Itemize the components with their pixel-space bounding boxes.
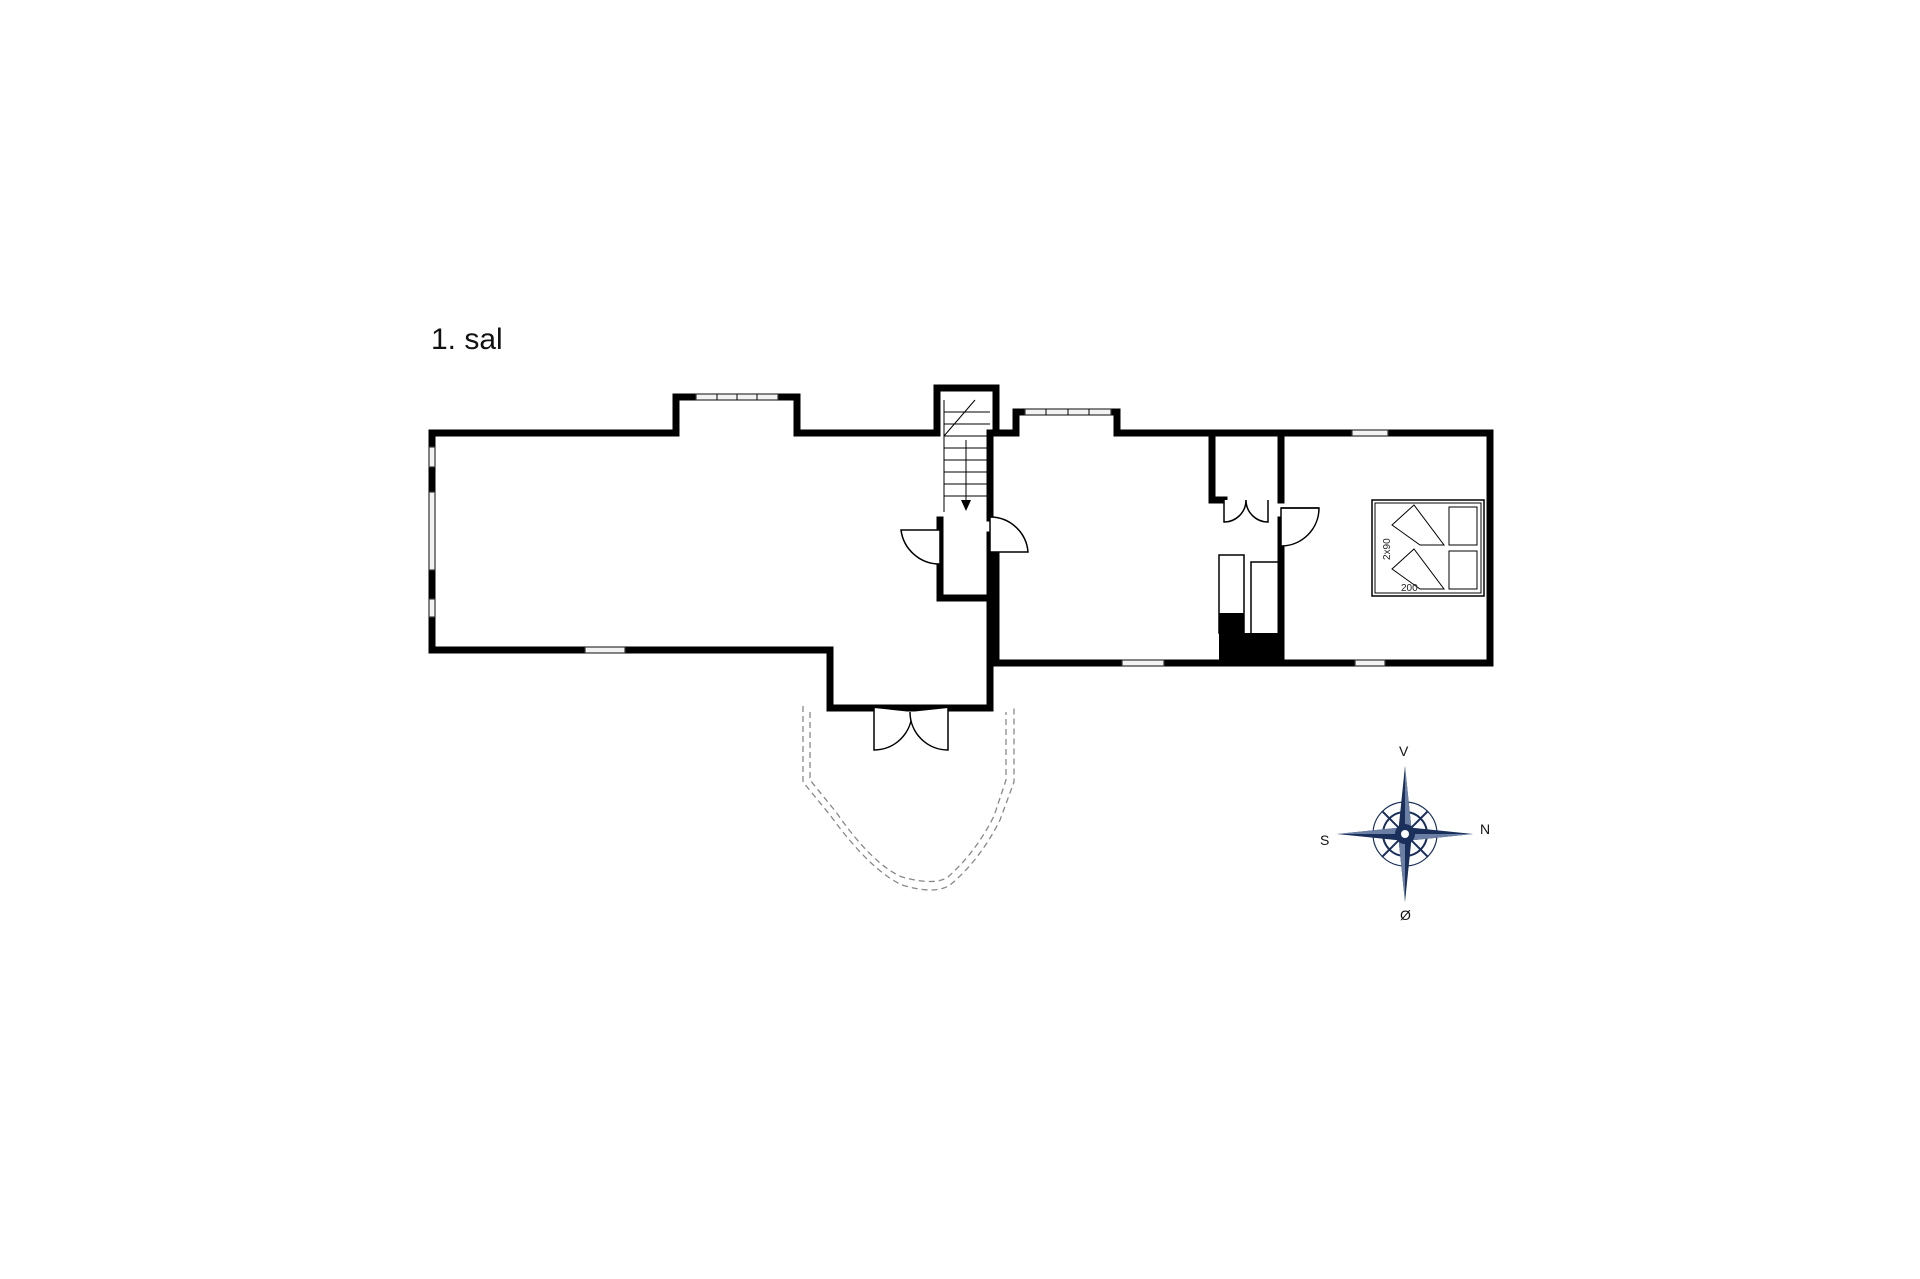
double-bed: 2x90 200 xyxy=(1371,499,1485,597)
windows xyxy=(428,393,1389,667)
compass-right-letter: N xyxy=(1480,821,1490,837)
floor-label: 1. sal xyxy=(431,323,503,356)
staircase xyxy=(936,399,994,602)
compass-rose: V S N Ø xyxy=(1320,743,1490,923)
compass-top-letter: V xyxy=(1399,743,1409,759)
balcony xyxy=(802,706,1015,891)
stair-arrow-icon xyxy=(961,500,971,511)
compass-left-letter: S xyxy=(1320,832,1329,848)
chimney xyxy=(1219,613,1244,661)
stair-doors xyxy=(900,516,1029,565)
compass-bottom-letter: Ø xyxy=(1400,907,1411,923)
interior-walls xyxy=(1208,429,1320,664)
bed-length-label: 200 xyxy=(1401,583,1418,594)
bed-width-label: 2x90 xyxy=(1382,538,1393,560)
